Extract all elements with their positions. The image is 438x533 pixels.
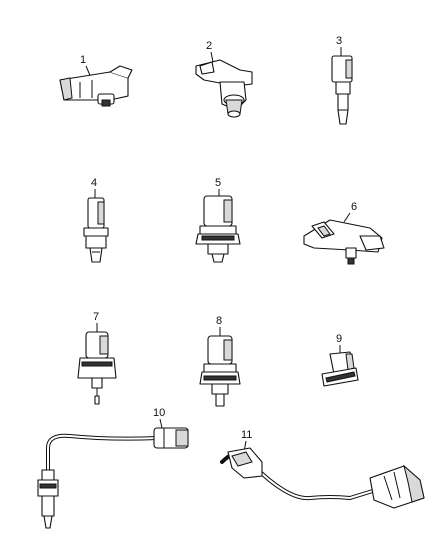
callout-7: 7 xyxy=(93,311,99,323)
sensor-10: 10 xyxy=(37,407,189,529)
callout-5: 5 xyxy=(215,177,221,189)
sensor-4: 4 xyxy=(83,177,109,263)
sensor-7: 7 xyxy=(77,311,117,405)
callout-4: 4 xyxy=(91,177,97,189)
callout-9: 9 xyxy=(336,333,342,345)
sensor-2: 2 xyxy=(195,40,253,118)
sensor-9: 9 xyxy=(321,333,359,387)
sensor-8: 8 xyxy=(199,315,241,407)
sensor-1: 1 xyxy=(59,54,133,107)
callout-11: 11 xyxy=(241,429,252,441)
callout-1: 1 xyxy=(80,54,86,66)
callout-10: 10 xyxy=(153,407,165,419)
sensor-11: 11 xyxy=(220,429,425,509)
sensor-5: 5 xyxy=(195,177,241,263)
sensor-3: 3 xyxy=(331,35,353,125)
callout-8: 8 xyxy=(216,315,222,327)
callout-2: 2 xyxy=(206,40,212,52)
callout-6: 6 xyxy=(351,201,357,213)
sensor-6: 6 xyxy=(303,201,385,265)
callout-3: 3 xyxy=(336,35,342,47)
